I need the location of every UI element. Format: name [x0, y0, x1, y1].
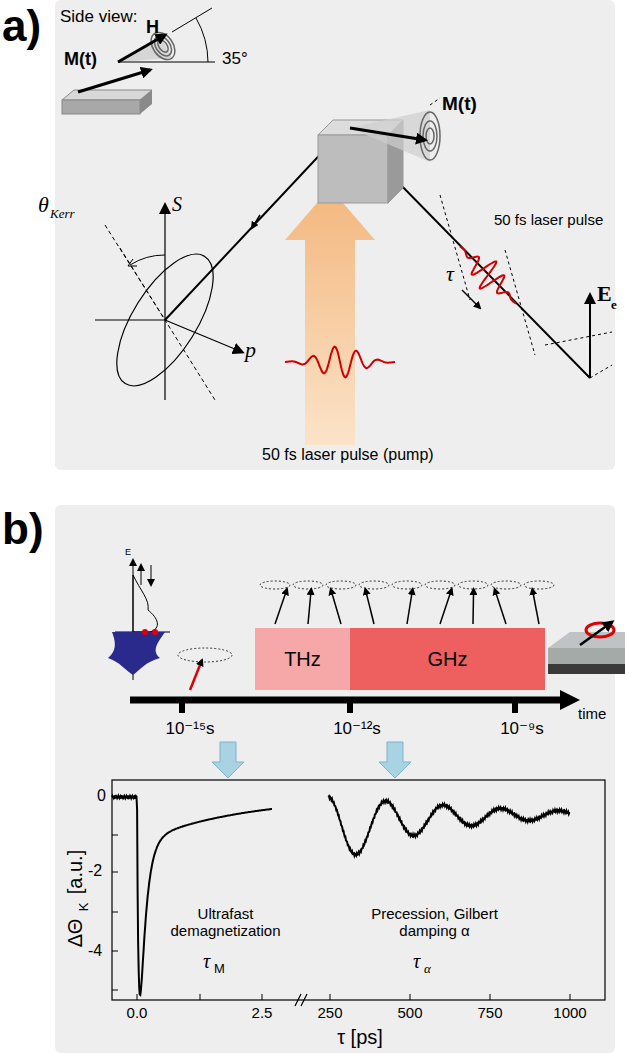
time-axis	[130, 697, 562, 704]
tick-label: 2.5	[252, 1005, 273, 1022]
pulse-label: 50 fs laser pulse	[494, 212, 603, 229]
tick-label: 750	[477, 1005, 502, 1022]
axis-label: S	[172, 193, 182, 215]
tick-label: 500	[397, 1005, 422, 1022]
probe-pulse	[460, 246, 516, 303]
kerr-angle: θ	[38, 193, 49, 217]
vector-label: M(t)	[442, 94, 477, 115]
field-subscript: e	[611, 298, 617, 312]
pump-arrow	[285, 188, 375, 445]
annotation: Precession, Gilbert damping α	[362, 906, 507, 939]
panel-a	[55, 0, 615, 470]
vector-label: M(t)	[64, 50, 97, 70]
field-label: E	[597, 282, 612, 306]
magnetization-cone	[350, 98, 440, 162]
band-label: GHz	[428, 648, 468, 671]
vector-label: H	[146, 18, 159, 38]
caption-text: Side view:	[60, 8, 137, 27]
axis-label: p	[245, 338, 256, 362]
axis-title: ΔΘ	[64, 919, 86, 948]
axis-label: time	[578, 706, 606, 723]
density-of-states	[108, 560, 170, 680]
axis-title: τ [ps]	[337, 1026, 383, 1048]
axis-title: [a.u.]	[64, 850, 86, 894]
tick-label: 1000	[553, 1005, 586, 1022]
time-band: GHz	[350, 628, 545, 690]
tick-label: -4	[88, 942, 102, 960]
e-field-arrow	[589, 295, 591, 378]
precessing-spins	[260, 581, 554, 624]
kerr-ellipse	[95, 205, 242, 401]
band-label: THz	[284, 648, 321, 671]
panel-letter: a)	[2, 2, 41, 50]
kerr-trace	[112, 796, 272, 995]
tick-label: 0.0	[127, 1005, 148, 1022]
axis-title: K	[77, 903, 91, 912]
time-scale: 10⁻¹⁵s	[165, 720, 214, 739]
panel-letter: b)	[2, 505, 44, 553]
time-band: THz	[255, 628, 350, 690]
kerr-trace	[328, 796, 570, 856]
tick-label: -2	[88, 862, 102, 880]
panel-b	[55, 505, 615, 1053]
angle-label: 35°	[222, 50, 248, 69]
delay-label: τ	[446, 262, 454, 286]
tick-label: 0	[97, 787, 106, 805]
axis-label: E	[125, 548, 131, 558]
kerr-subscript: Kerr	[50, 207, 75, 221]
pump-pulse	[285, 347, 395, 378]
time-constant: α	[424, 962, 431, 976]
annotation: Ultrafast demagnetization	[158, 906, 293, 939]
time-constant: τ	[203, 950, 210, 972]
time-constant: M	[214, 962, 225, 976]
time-scale: 10⁻⁹s	[500, 720, 544, 739]
tick-label: 250	[317, 1005, 342, 1022]
time-constant: τ	[413, 950, 420, 972]
thin-film	[548, 622, 625, 674]
pulse-label: 50 fs laser pulse (pump)	[262, 446, 434, 464]
plot-frame	[112, 780, 605, 1000]
time-scale: 10⁻¹²s	[333, 720, 381, 739]
